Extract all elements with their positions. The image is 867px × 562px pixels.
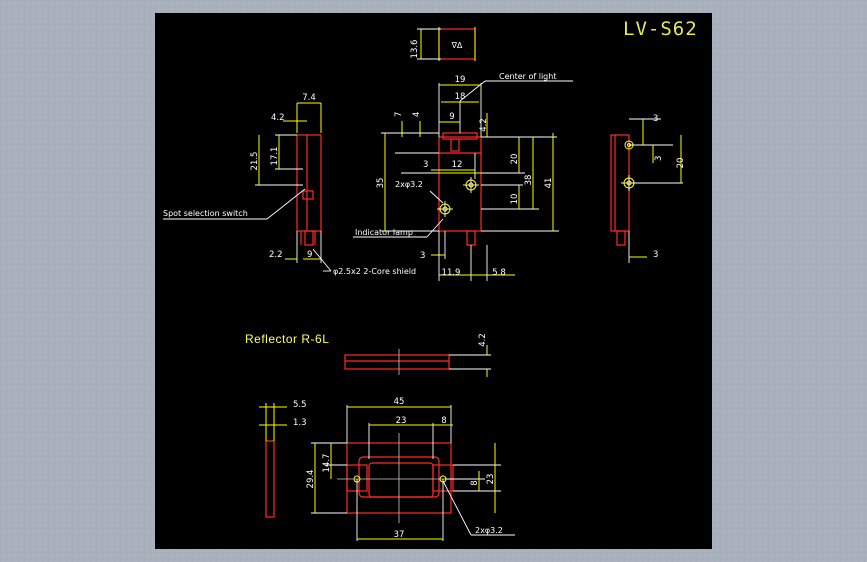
dim-21-5: 21.5 (250, 152, 260, 171)
dim-3-right-top: 3 (653, 114, 658, 124)
spot-switch-label: Spot selection switch (163, 209, 248, 218)
dim-18: 18 (455, 92, 466, 102)
dim-8-reflector-top: 8 (441, 416, 446, 426)
dim-23-reflector-top: 23 (396, 416, 407, 426)
dim-14-7: 14.7 (322, 454, 332, 473)
dim-20-right: 20 (676, 158, 686, 169)
model-title: LV-S62 (623, 18, 698, 40)
hole-label-front: 2xφ3.2 (395, 180, 423, 189)
dim-7-4: 7.4 (302, 93, 316, 103)
technical-drawing: LV-S62 13.6 ∇Δ Center of light (163, 18, 698, 541)
dim-4-2-side: 4.2 (271, 113, 285, 123)
dim-8-reflector-right: 8 (470, 480, 480, 485)
dim-5-5: 5.5 (293, 400, 307, 410)
reflector-front-view: 45 23 8 29.4 14.7 23 8 37 2xφ3.2 (306, 397, 515, 541)
top-small-view: 13.6 ∇Δ (410, 27, 476, 61)
dim-20-front: 20 (510, 154, 520, 165)
dim-5-8: 5.8 (492, 268, 506, 278)
dim-38: 38 (524, 175, 534, 186)
right-side-view: 3 3 20 3 (610, 114, 686, 263)
dim-17-1: 17.1 (270, 147, 280, 166)
dim-23-reflector-right: 23 (486, 474, 496, 485)
dim-29-4: 29.4 (306, 470, 316, 489)
drawing-canvas: LV-S62 13.6 ∇Δ Center of light (155, 13, 712, 549)
dim-9: 9 (449, 112, 454, 122)
dim-19: 19 (455, 75, 466, 85)
dim-4: 4 (412, 112, 422, 117)
dim-4-2-front: 4.2 (479, 118, 489, 132)
dim-45: 45 (394, 397, 405, 407)
symbol-label: ∇Δ (451, 41, 463, 50)
dim-37: 37 (394, 530, 405, 540)
left-side-view: 7.4 4.2 17.1 21.5 Spot selection switch … (163, 93, 416, 276)
hole-label-reflector: 2xφ3.2 (475, 526, 503, 535)
dim-9-side: 9 (307, 250, 312, 260)
dim-12: 12 (452, 160, 463, 170)
dim-3-right-bottom: 3 (653, 250, 658, 260)
reflector-top-view: 4.2 (344, 333, 491, 377)
dim-10: 10 (510, 194, 520, 205)
reflector-side-view: 5.5 1.3 (259, 400, 307, 518)
dim-35: 35 (376, 178, 386, 189)
dim-3-right-mid: 3 (654, 156, 664, 161)
center-of-light-label: Center of light (499, 72, 556, 81)
dim-1-3: 1.3 (293, 418, 307, 428)
cable-label: φ2.5x2 2-Core shield (333, 267, 416, 276)
dim-4-2-reflector: 4.2 (478, 333, 488, 347)
indicator-lamp-label: Indicator lamp (355, 228, 413, 237)
dim-3-front: 3 (423, 160, 428, 170)
dim-41: 41 (544, 178, 554, 189)
dim-2-2: 2.2 (269, 250, 283, 260)
reflector-title: Reflector R-6L (245, 332, 329, 346)
dim-7: 7 (394, 112, 404, 117)
dim-11-9: 11.9 (442, 268, 461, 278)
dim-13-6: 13.6 (410, 40, 420, 59)
dim-3-bottom: 3 (420, 251, 425, 261)
front-view: Center of light 19 18 9 7 4 4.2 3 12 35 (353, 72, 573, 281)
